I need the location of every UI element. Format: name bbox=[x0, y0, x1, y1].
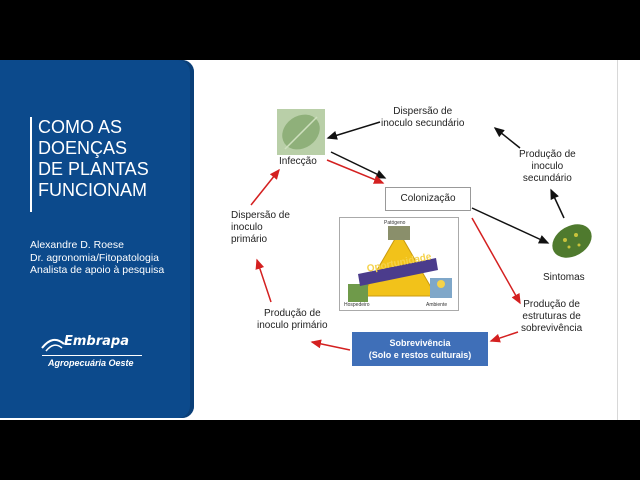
title-line: DE PLANTAS bbox=[38, 159, 188, 180]
author-name: Alexandre D. Roese bbox=[30, 239, 164, 252]
label-secondary-dispersal: Dispersão de inoculo secundário bbox=[381, 106, 464, 130]
logo-divider bbox=[42, 355, 142, 356]
arrow-dispersal-to-infection-red bbox=[251, 170, 279, 205]
disease-triangle-panel: Patógeno Hospedeiro Ambiente Oportunidad… bbox=[339, 217, 459, 311]
disease-cycle-diagram: Infecção Colonização Dispersão de inocul… bbox=[195, 60, 618, 420]
author-degree: Dr. agronomia/Fitopatologia bbox=[30, 252, 164, 265]
label-line: Produção de bbox=[521, 299, 582, 311]
label-line: inoculo bbox=[519, 161, 576, 173]
right-margin bbox=[617, 60, 640, 420]
label-line: sobrevivência bbox=[521, 323, 582, 335]
label-line: inoculo bbox=[231, 222, 290, 234]
survival-box: Sobrevivência (Solo e restos culturais) bbox=[352, 332, 488, 366]
arrow-secondary-to-dispersal bbox=[495, 128, 520, 148]
leaf-symptoms-image bbox=[549, 220, 595, 262]
leaf-infection-image bbox=[277, 109, 325, 155]
slide-title: COMO AS DOENÇAS DE PLANTAS FUNCIONAM bbox=[38, 117, 188, 201]
label-secondary-production: Produção de inoculo secundário bbox=[519, 149, 576, 185]
author-role: Analista de apoio à pesquisa bbox=[30, 264, 164, 277]
arrow-dispersal-to-infection bbox=[328, 122, 380, 138]
colonization-box: Colonização bbox=[385, 187, 471, 211]
logo-word: Embrapa bbox=[64, 334, 129, 349]
label-line: Dispersão de bbox=[231, 210, 290, 222]
pathogen-image bbox=[388, 226, 410, 240]
arrow-survival-to-primary bbox=[312, 342, 350, 350]
label-line: Produção de bbox=[257, 308, 328, 320]
arrow-symptoms-to-secondary bbox=[551, 190, 564, 218]
embrapa-logo: Embrapa Agropecuária Oeste bbox=[40, 334, 150, 374]
author-info: Alexandre D. Roese Dr. agronomia/Fitopat… bbox=[30, 239, 164, 277]
title-accent-bar bbox=[30, 117, 32, 212]
host-image bbox=[348, 284, 368, 302]
embrapa-logo-mark bbox=[40, 334, 66, 354]
title-line: COMO AS bbox=[38, 117, 188, 138]
title-panel: COMO AS DOENÇAS DE PLANTAS FUNCIONAM Ale… bbox=[0, 60, 194, 418]
arrow-colonization-to-structures bbox=[472, 218, 520, 303]
triangle-label-pathogen: Patógeno bbox=[384, 220, 405, 226]
label-survival-structures: Produção de estruturas de sobrevivência bbox=[521, 299, 582, 335]
arrow-primary-to-dispersal bbox=[257, 260, 271, 302]
title-line: FUNCIONAM bbox=[38, 180, 188, 201]
label-line: inoculo secundário bbox=[381, 118, 464, 130]
logo-subtitle: Agropecuária Oeste bbox=[48, 358, 134, 368]
label-primary-production: Produção de inoculo primário bbox=[257, 308, 328, 332]
label-line: estruturas de bbox=[521, 311, 582, 323]
label-line: Produção de bbox=[519, 149, 576, 161]
label-symptoms: Sintomas bbox=[543, 272, 585, 284]
survival-subtitle: (Solo e restos culturais) bbox=[352, 349, 488, 361]
triangle-label-environment: Ambiente bbox=[426, 302, 447, 308]
label-line: Dispersão de bbox=[381, 106, 464, 118]
label-line: secundário bbox=[519, 173, 576, 185]
survival-title: Sobrevivência bbox=[352, 337, 488, 349]
label-primary-dispersal: Dispersão de inoculo primário bbox=[231, 210, 290, 246]
arrow-structures-to-survival bbox=[491, 332, 518, 341]
label-line: primário bbox=[231, 234, 290, 246]
label-infection: Infecção bbox=[279, 156, 317, 168]
slide: COMO AS DOENÇAS DE PLANTAS FUNCIONAM Ale… bbox=[0, 60, 640, 420]
triangle-label-host: Hospedeiro bbox=[344, 302, 370, 308]
title-line: DOENÇAS bbox=[38, 138, 188, 159]
label-colonization: Colonização bbox=[400, 193, 455, 204]
label-line: inoculo primário bbox=[257, 320, 328, 332]
